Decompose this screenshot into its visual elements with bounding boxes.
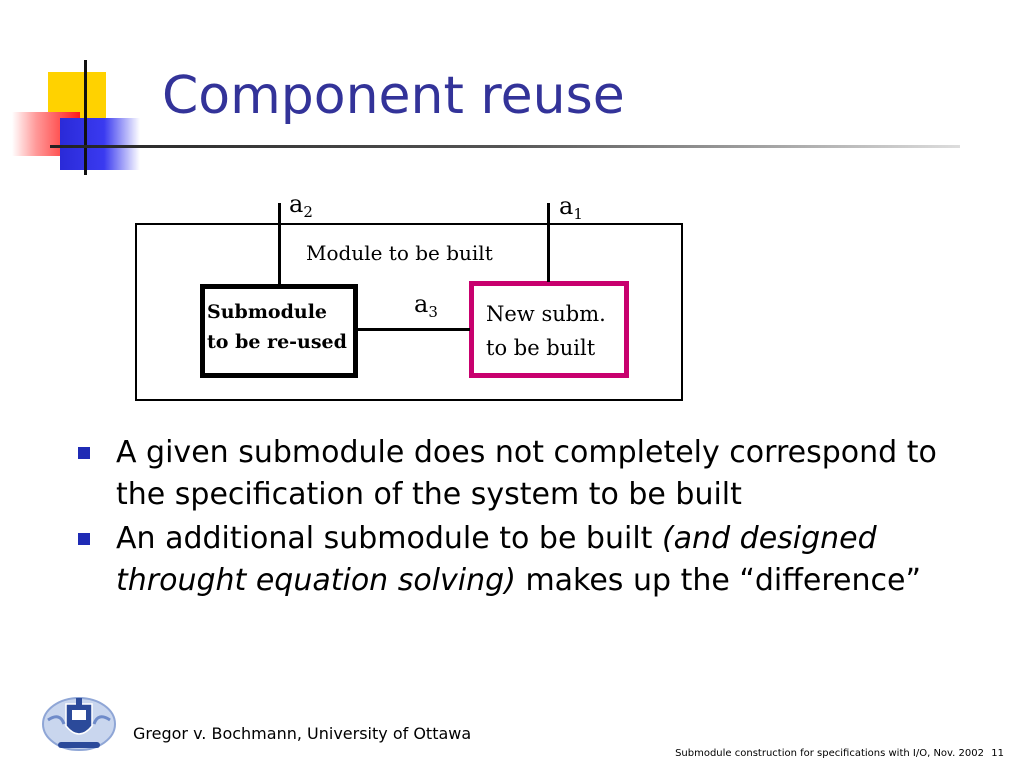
reused-submodule-box: [200, 284, 358, 378]
bullet-square-icon: [78, 447, 90, 459]
bullet-item: A given submodule does not completely co…: [72, 432, 972, 516]
port-a3-label: a3: [414, 290, 438, 321]
port-a3-wire: [358, 328, 470, 331]
new-submodule-box: [469, 281, 629, 378]
university-crest-icon: [42, 697, 116, 751]
module-box: [135, 223, 683, 401]
footer-author: Gregor v. Bochmann, University of Ottawa: [133, 724, 472, 743]
slide-title: Component reuse: [162, 66, 625, 126]
logo-blue-square: [60, 118, 140, 170]
module-label: Module to be built: [306, 241, 493, 265]
new-submodule-label: New subm.to be built: [486, 302, 606, 360]
port-a2-wire: [278, 203, 281, 285]
logo-vertical-line: [84, 60, 87, 175]
port-a2-label: a2: [289, 190, 313, 221]
bullet-list: A given submodule does not completely co…: [72, 432, 972, 604]
port-a1-label: a1: [559, 192, 583, 223]
bullet-square-icon: [78, 533, 90, 545]
port-a1-wire: [547, 203, 550, 282]
bullet-item: An additional submodule to be built (and…: [72, 518, 972, 602]
footer-footnote: Submodule construction for specification…: [675, 748, 984, 759]
slide-number: 11: [991, 748, 1004, 759]
title-underline: [50, 145, 960, 148]
